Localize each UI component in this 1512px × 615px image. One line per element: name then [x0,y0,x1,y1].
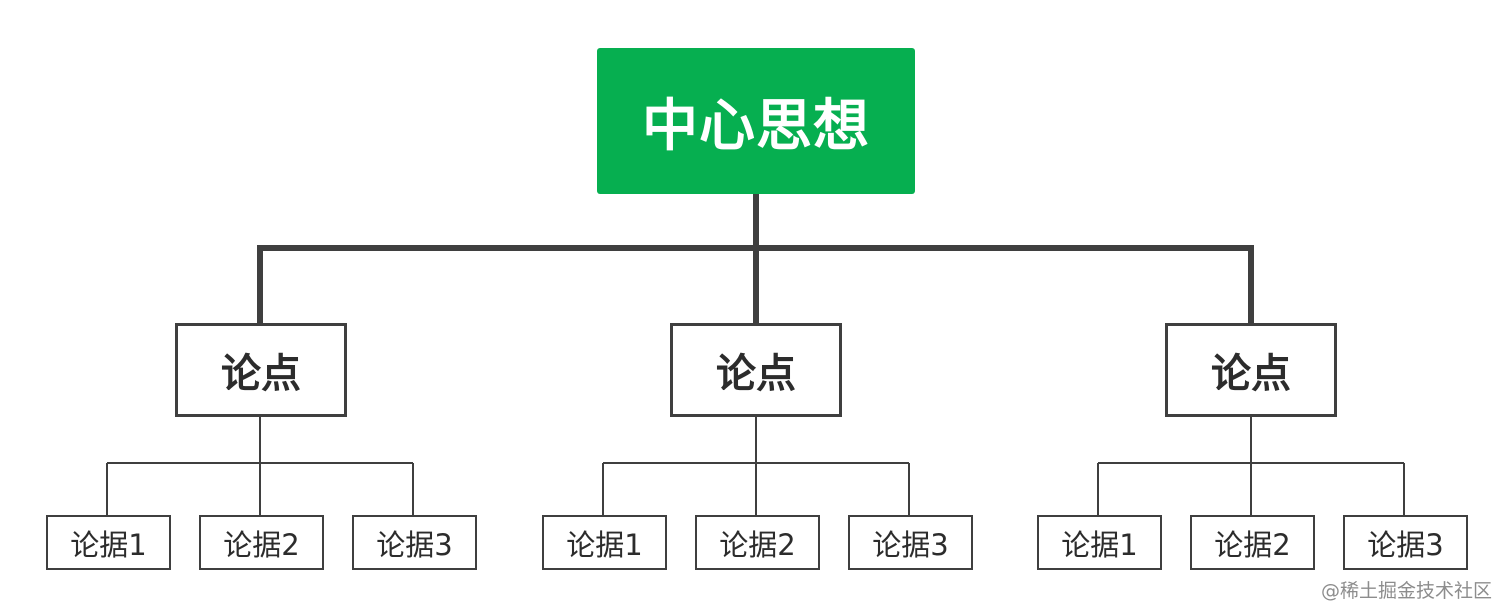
watermark: @稀土掘金技术社区 [1320,580,1492,602]
root-node-label: 中心思想 [642,93,870,159]
evidence-node-1-1[interactable]: 论据1 [46,515,171,570]
point-node-label: 论点 [1211,351,1291,397]
evidence-node-label: 论据3 [1367,527,1444,562]
evidence-node-3-2[interactable]: 论据2 [1190,515,1315,570]
point-node-2[interactable]: 论点 [670,323,842,417]
evidence-node-label: 论据3 [376,527,453,562]
evidence-node-label: 论据1 [566,527,643,562]
evidence-node-3-3[interactable]: 论据3 [1343,515,1468,570]
evidence-node-1-2[interactable]: 论据2 [199,515,324,570]
evidence-node-1-3[interactable]: 论据3 [352,515,477,570]
evidence-node-label: 论据3 [872,527,949,562]
evidence-node-2-1[interactable]: 论据1 [542,515,667,570]
evidence-node-label: 论据1 [1061,527,1138,562]
point-node-label: 论点 [716,351,796,397]
evidence-node-label: 论据1 [70,527,147,562]
evidence-node-label: 论据2 [223,527,300,562]
point-node-1[interactable]: 论点 [175,323,347,417]
point-node-label: 论点 [221,351,301,397]
point-node-3[interactable]: 论点 [1165,323,1337,417]
evidence-node-label: 论据2 [1214,527,1291,562]
evidence-node-2-2[interactable]: 论据2 [695,515,820,570]
root-node[interactable]: 中心思想 [597,48,915,194]
evidence-node-label: 论据2 [719,527,796,562]
evidence-node-3-1[interactable]: 论据1 [1037,515,1162,570]
evidence-node-2-3[interactable]: 论据3 [848,515,973,570]
